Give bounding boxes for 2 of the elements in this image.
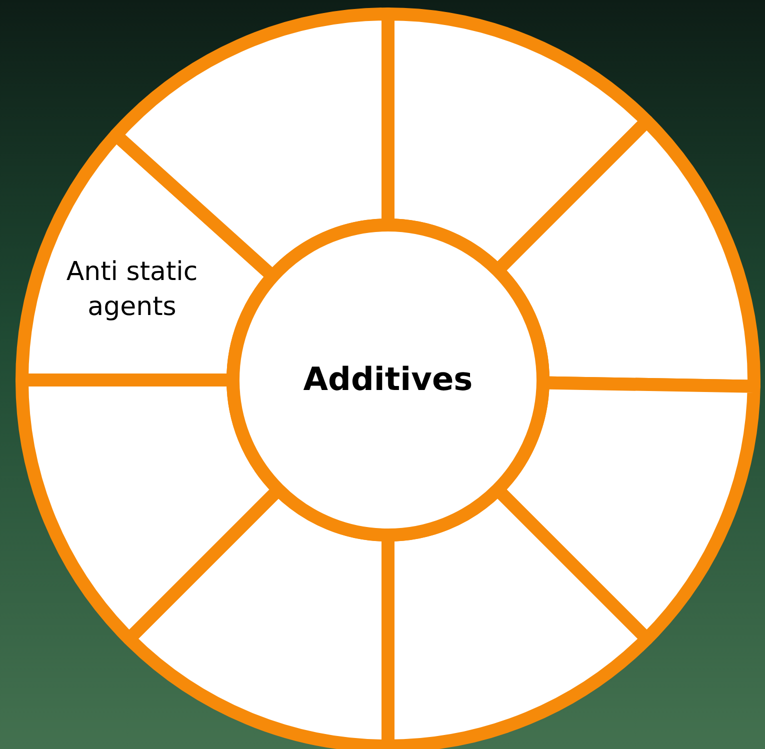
center-label: Additives	[303, 359, 473, 400]
segment-label: Anti static agents	[65, 256, 199, 324]
